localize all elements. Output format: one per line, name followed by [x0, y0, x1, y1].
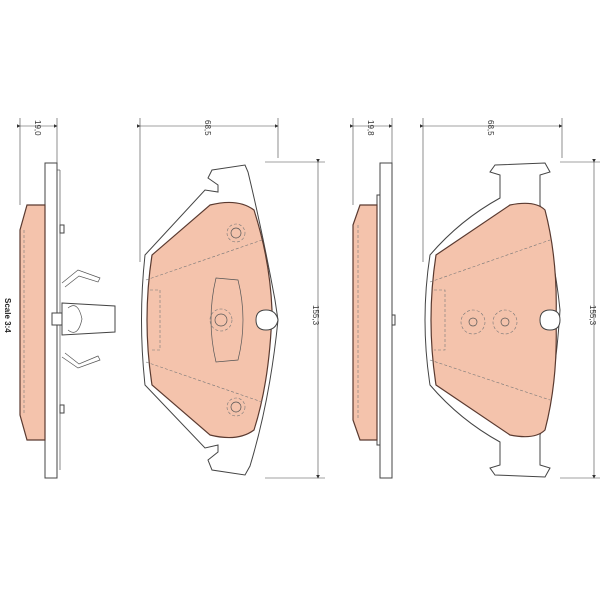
left-height-label: 155,3	[311, 305, 320, 326]
right-thickness-label: 19,8	[366, 120, 375, 136]
left-thickness-label: 19,0	[33, 120, 42, 136]
left-pad-side-view: 19,0	[17, 118, 116, 479]
right-height-label: 155,3	[588, 305, 597, 326]
left-width-label: 68,5	[203, 120, 212, 136]
right-width-label: 68,5	[486, 120, 495, 136]
spring-clip	[51, 269, 116, 369]
right-pad-front-view: 68,5 155,3	[420, 118, 600, 479]
right-pad-side-view: 19,8	[350, 118, 396, 479]
scale-label: Scale 3:4	[3, 298, 12, 333]
left-pad-front-view: 68,5 155,3	[137, 118, 325, 479]
